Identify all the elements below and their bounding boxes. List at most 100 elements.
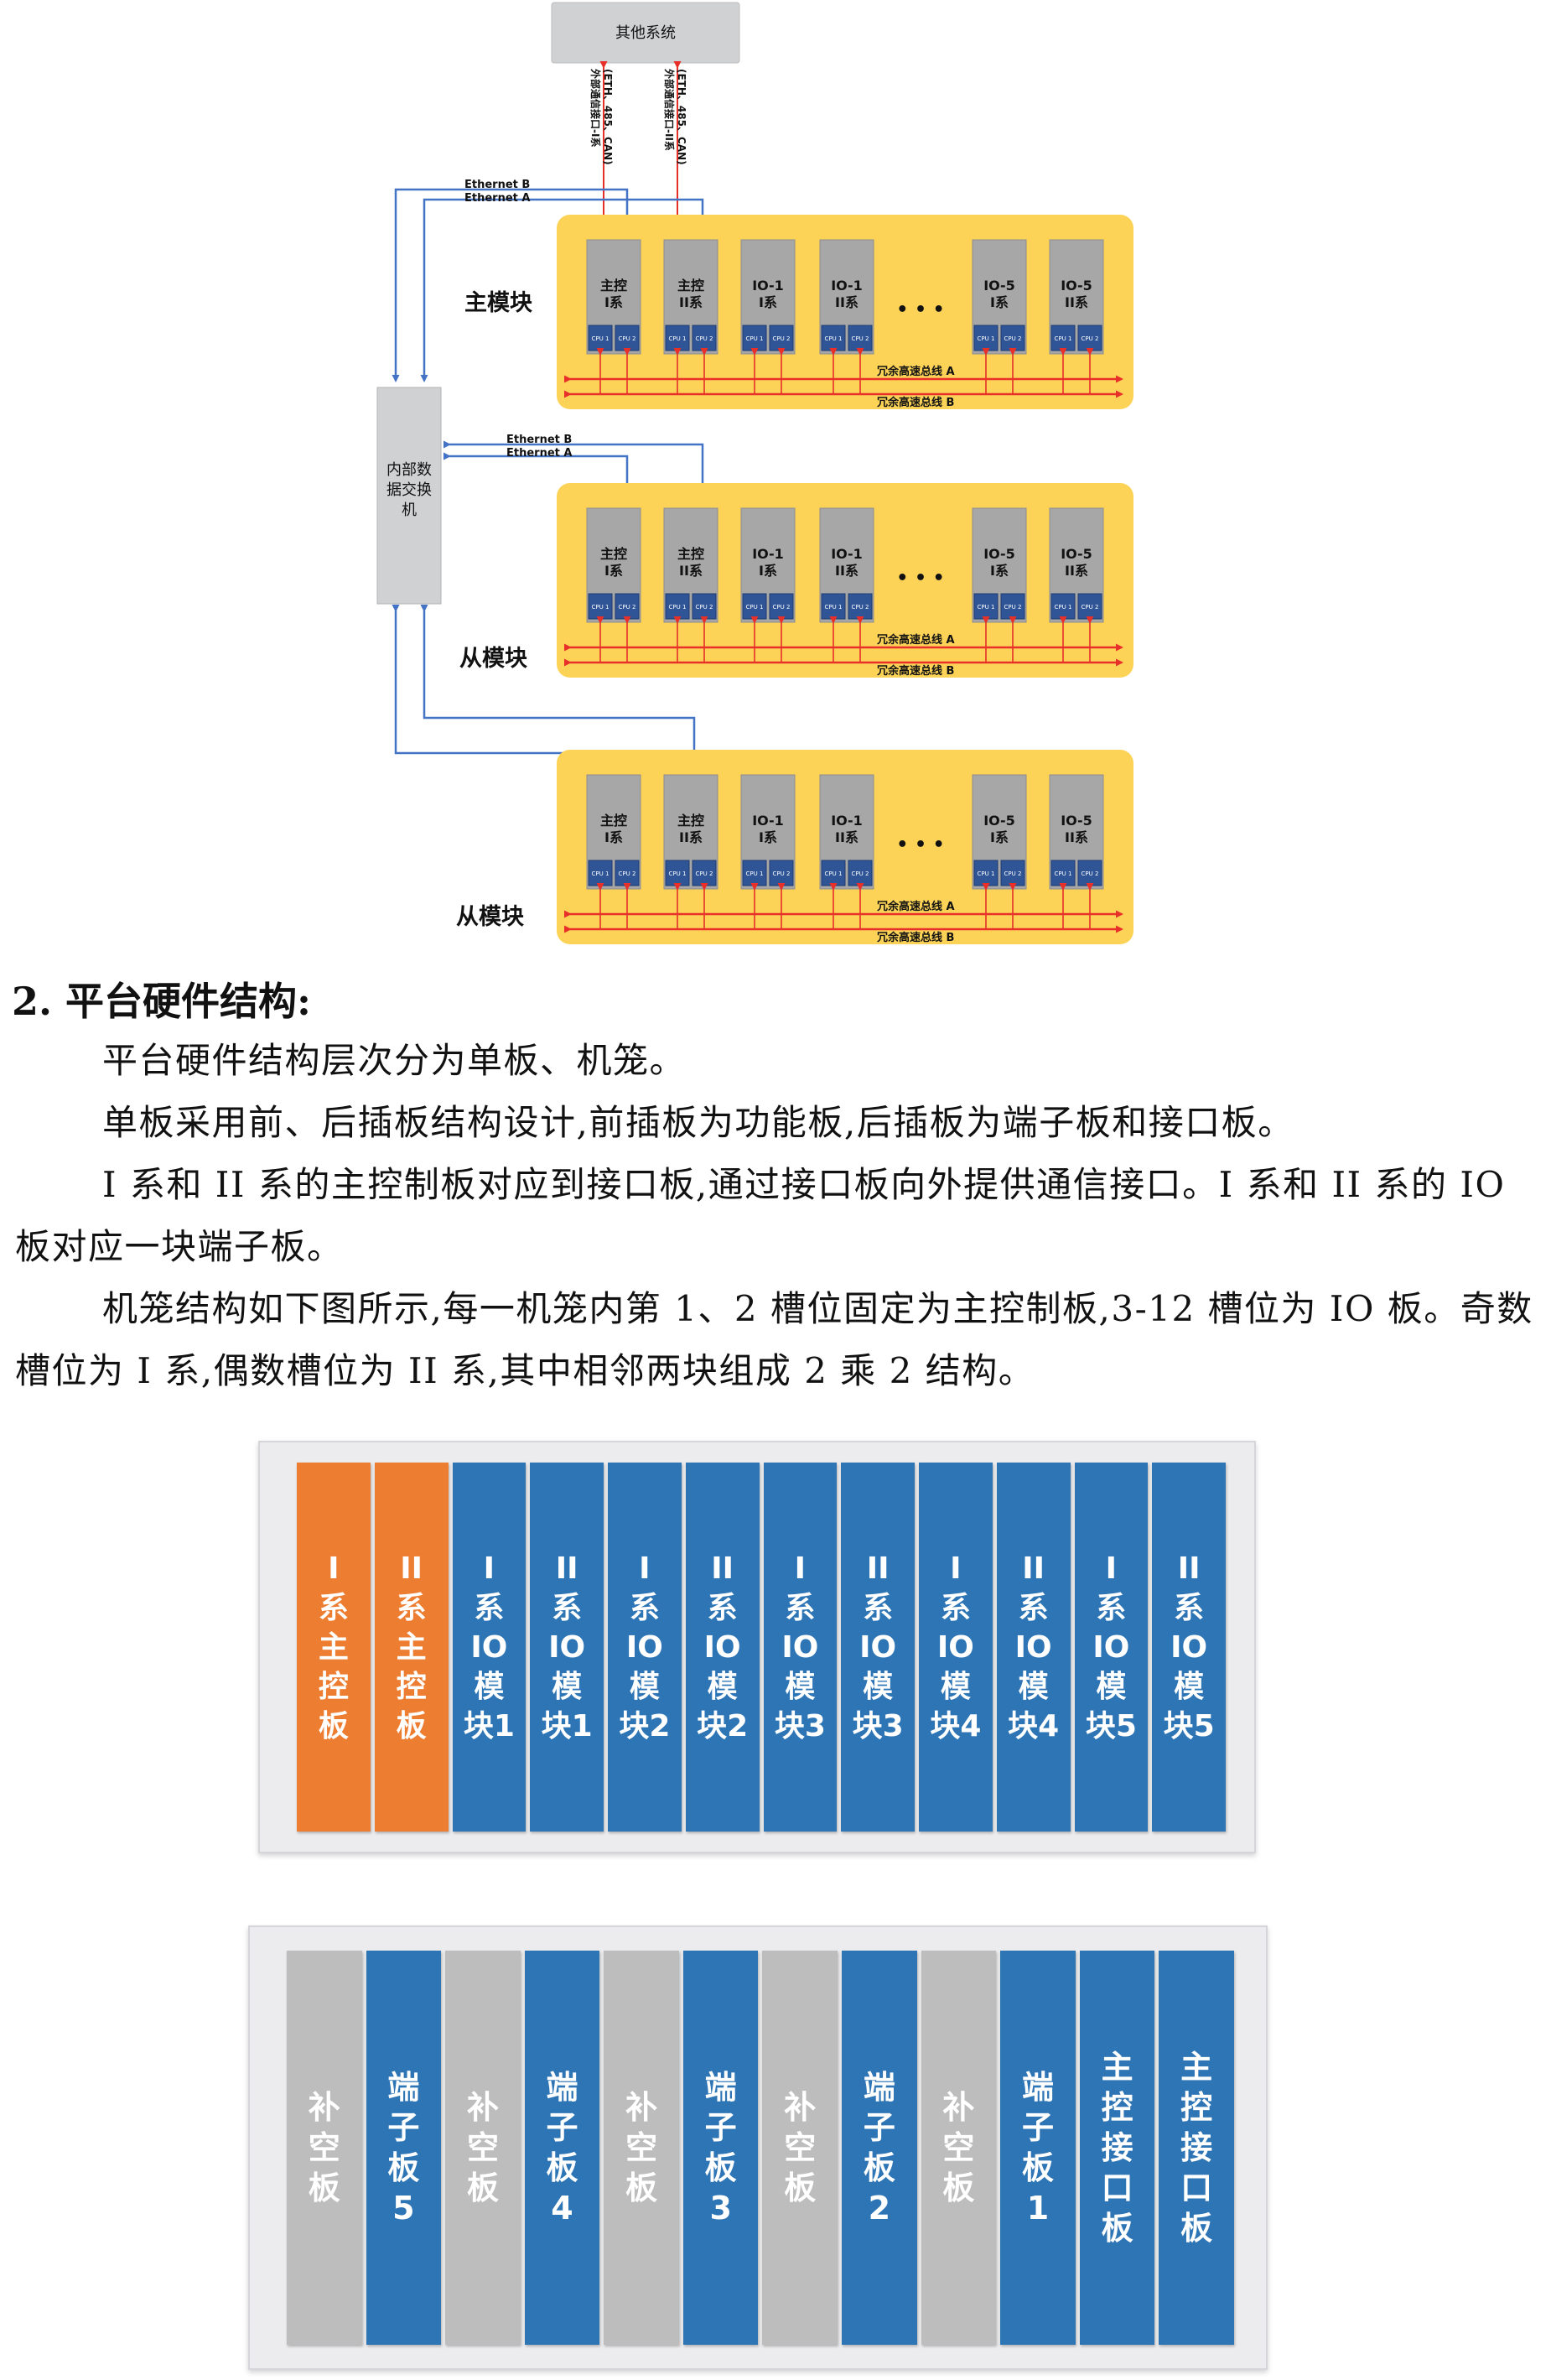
board-card-label: I系	[759, 829, 777, 845]
ethernet-b-label-main: Ethernet B	[464, 179, 530, 191]
cpu-chip-label: CPU 1	[1055, 335, 1072, 342]
board-card-label: I系	[990, 294, 1009, 310]
ellipsis-dots: • • •	[896, 299, 945, 320]
cpu-chip-label: CPU 2	[852, 335, 869, 342]
slot-label-line: 补	[308, 2089, 340, 2126]
cpu-chip-label: CPU 1	[669, 604, 687, 611]
ethernet-b-line-main	[392, 188, 631, 382]
rear-slot-9: 补空板	[921, 1951, 997, 2345]
cpu-chip	[692, 593, 717, 620]
slot-label-line: 控	[1101, 2089, 1133, 2126]
slot-label-line: 板	[1180, 2210, 1213, 2247]
board-card-label: II系	[1065, 563, 1088, 579]
system-topology-diagram: 其他系统外部通信接口-I系(ETH、485、CAN)外部通信接口-II系(ETH…	[376, 2, 1133, 944]
slot-label-line: IO	[1170, 1629, 1208, 1665]
cpu-chip-label: CPU 1	[746, 870, 764, 877]
paragraph-hardware-levels: 平台硬件结构层次分为单板、机笼。	[102, 1040, 687, 1081]
slot-label-line: 模	[1174, 1669, 1205, 1704]
cpu-chip-label: CPU 1	[978, 604, 995, 611]
slot-label-line: I	[1105, 1551, 1118, 1586]
slot-label-line: 系	[785, 1590, 816, 1625]
board-card-label: I系	[604, 829, 623, 845]
cpu-chip-label: CPU 1	[825, 335, 843, 342]
board-card-label: 主控	[677, 813, 704, 829]
slot-label-line: II	[1177, 1551, 1201, 1586]
internal-switch-box	[376, 387, 442, 605]
ellipsis-dots: • • •	[896, 834, 945, 855]
slot-label-line: 主	[396, 1629, 427, 1665]
cpu-chip	[1050, 860, 1076, 886]
cpu-chip-label: CPU 2	[1082, 335, 1099, 342]
external-link-label-line: 外部通信接口-I系	[589, 69, 602, 147]
bus-b-label: 冗余高速总线 B	[877, 664, 954, 678]
ethernet-b-label-sub: Ethernet B	[506, 434, 572, 446]
board-card-label: II系	[1065, 829, 1088, 845]
slot-label-line: 板	[318, 1708, 349, 1743]
rear-slot-1: 补空板	[287, 1951, 362, 2345]
cpu-chip-label: CPU 2	[852, 604, 869, 611]
board-card-label: IO-1	[752, 278, 784, 294]
bus-a-label: 冗余高速总线 A	[877, 633, 955, 647]
cpu-chip	[615, 860, 640, 886]
section-heading: 2. 平台硬件结构:	[12, 979, 312, 1024]
slot-label-line: 系	[396, 1590, 427, 1625]
board-card-label: II系	[835, 294, 858, 310]
slot-label-line: 系	[863, 1590, 894, 1625]
cpu-chip	[588, 860, 613, 886]
slot-label-line: 口	[1180, 2170, 1213, 2206]
slot-label-line: 系	[940, 1590, 971, 1625]
slot-label-line: 口	[1101, 2170, 1133, 2206]
slot-label-line: 板	[396, 1708, 427, 1743]
internal-switch-label: 机	[402, 501, 417, 519]
cpu-chip-label: CPU 2	[619, 870, 636, 877]
board-card-label: IO-5	[1061, 278, 1092, 294]
slot-label-line: 模	[1096, 1669, 1127, 1704]
cpu-chip-label: CPU 1	[1055, 870, 1072, 877]
cpu-chip-label: CPU 2	[1004, 604, 1022, 611]
board-card-label: I系	[990, 829, 1009, 845]
external-system-label: 其他系统	[615, 24, 676, 42]
slot-label-line: 模	[707, 1669, 738, 1704]
cpu-chip-label: CPU 1	[592, 604, 610, 611]
slot-label-line: IO	[781, 1629, 819, 1665]
paragraph-cage-structure: 机笼结构如下图所示,每一机笼内第 1、2 槽位固定为主控制板,3-12 槽位为 …	[15, 1288, 1533, 1391]
slot-label-line: 控	[396, 1669, 427, 1704]
slot-label-line: 主	[318, 1629, 349, 1665]
slot-label-line: 块2	[697, 1708, 749, 1743]
slot-label-line: IO	[625, 1629, 663, 1665]
slot-label-line: I	[639, 1551, 651, 1586]
slot-label-line: 5	[392, 2190, 415, 2227]
board-card-label: IO-5	[983, 546, 1015, 562]
slot-label-line: 子	[704, 2109, 737, 2146]
slot-label-line: 块2	[619, 1708, 671, 1743]
module-label: 从模块	[459, 646, 528, 672]
slot-label-line: 子	[1021, 2109, 1054, 2146]
external-system-box	[551, 2, 740, 64]
slot-label-line: IO	[470, 1629, 508, 1665]
slot-label-line: 块1	[463, 1708, 515, 1743]
bus-b-label: 冗余高速总线 B	[877, 931, 954, 944]
rear-slot-5: 补空板	[604, 1951, 679, 2345]
cpu-chip-label: CPU 2	[773, 870, 791, 877]
paragraph-interface-board: I 系和 II 系的主控制板对应到接口板,通过接口板向外提供通信接口。I 系和 …	[15, 1164, 1506, 1267]
board-card-label: I系	[604, 294, 623, 310]
slot-label-line: 块1	[541, 1708, 593, 1743]
board-card-label: IO-5	[1061, 813, 1092, 829]
slot-label-line: 端	[704, 2069, 737, 2106]
cpu-chip-label: CPU 2	[696, 870, 713, 877]
slot-label-line: 板	[546, 2149, 578, 2186]
slot-label-line: 板	[863, 2149, 895, 2186]
